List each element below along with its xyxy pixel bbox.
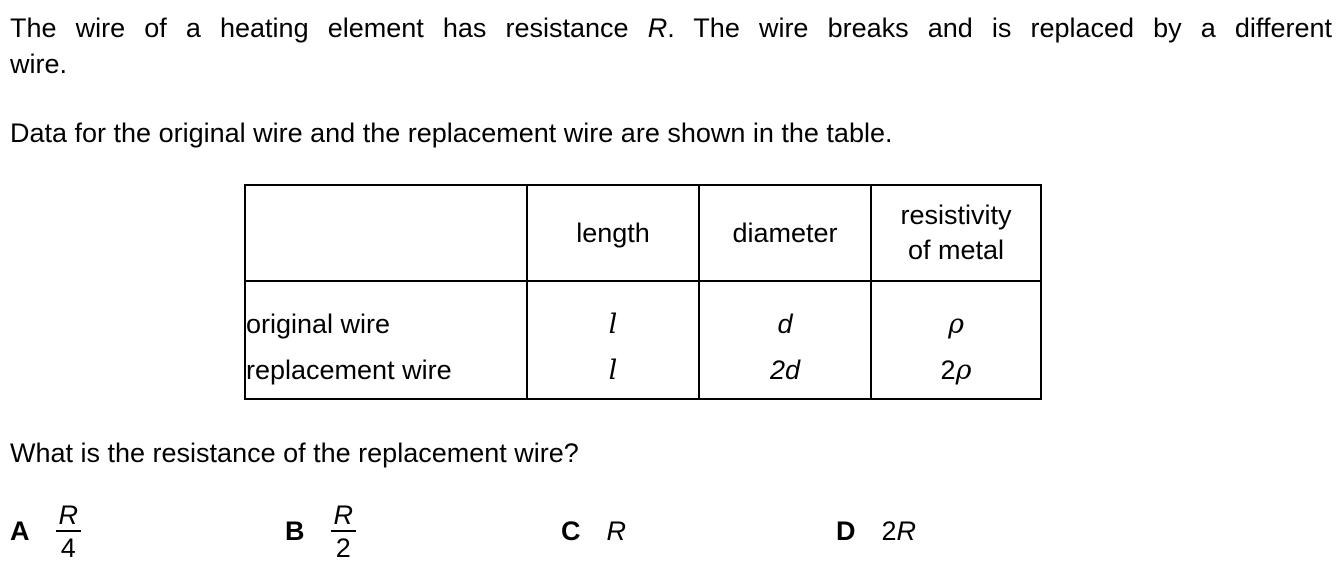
option-c[interactable]: C R [561,498,626,564]
header-length: length [526,184,700,282]
resistivity-symbol: ρ [948,309,964,340]
header-empty [244,184,528,282]
header-resistivity-line-2: of metal [907,235,1005,265]
cell-resistivity-replacement: 2ρ [870,342,1042,400]
wire-data-table: length diameter resistivity of metal orig… [244,184,1042,400]
data-note: Data for the original wire and the repla… [10,118,893,148]
resistivity-coefficient: 2 [940,354,956,385]
table-row: replacement wire l 2d 2ρ [244,342,1042,400]
header-resistivity: resistivity of metal [870,184,1042,282]
fraction-denominator: 4 [60,532,76,563]
cell-length-original: l [526,280,700,342]
option-variable: R [896,515,917,546]
row-label-original: original wire [244,280,528,342]
cell-resistivity-original: ρ [870,280,1042,342]
intro-paragraph: The wire of a heating element has resist… [10,10,1332,82]
question-text: What is the resistance of the replacemen… [10,438,579,468]
row-label-replacement: replacement wire [244,342,528,400]
header-resistivity-line-1: resistivity [900,200,1012,230]
option-value: R [606,515,627,546]
intro-text-before: The wire of a heating element has resist… [10,13,648,43]
option-b[interactable]: B R 2 [285,498,356,564]
intro-line-1: The wire of a heating element has resist… [10,10,1332,46]
table-row: original wire l d ρ [244,280,1042,342]
resistivity-symbol: ρ [955,354,972,386]
option-letter: D [836,515,856,546]
option-coefficient: 2 [881,515,897,546]
cell-diameter-replacement: 2d [698,342,872,400]
intro-text-after: . The wire breaks and is replaced by a d… [667,13,1332,43]
fraction-numerator: R [330,500,356,532]
diameter-symbol: d [777,309,793,339]
fraction: R 2 [330,500,356,563]
intro-line-2: wire. [10,49,68,79]
resistance-variable: R [647,13,668,43]
length-symbol: l [608,309,618,340]
option-letter: A [10,515,30,546]
header-diameter: diameter [698,184,872,282]
table-header-row: length diameter resistivity of metal [244,184,1042,282]
fraction: R 4 [55,500,81,563]
length-symbol: l [608,354,618,386]
fraction-denominator: 2 [335,532,351,563]
cell-length-replacement: l [526,342,700,400]
option-a[interactable]: A R 4 [10,498,81,564]
option-letter: C [561,515,581,546]
fraction-numerator: R [55,500,81,532]
cell-diameter-original: d [698,280,872,342]
option-letter: B [285,515,305,546]
diameter-value: 2d [769,354,801,385]
